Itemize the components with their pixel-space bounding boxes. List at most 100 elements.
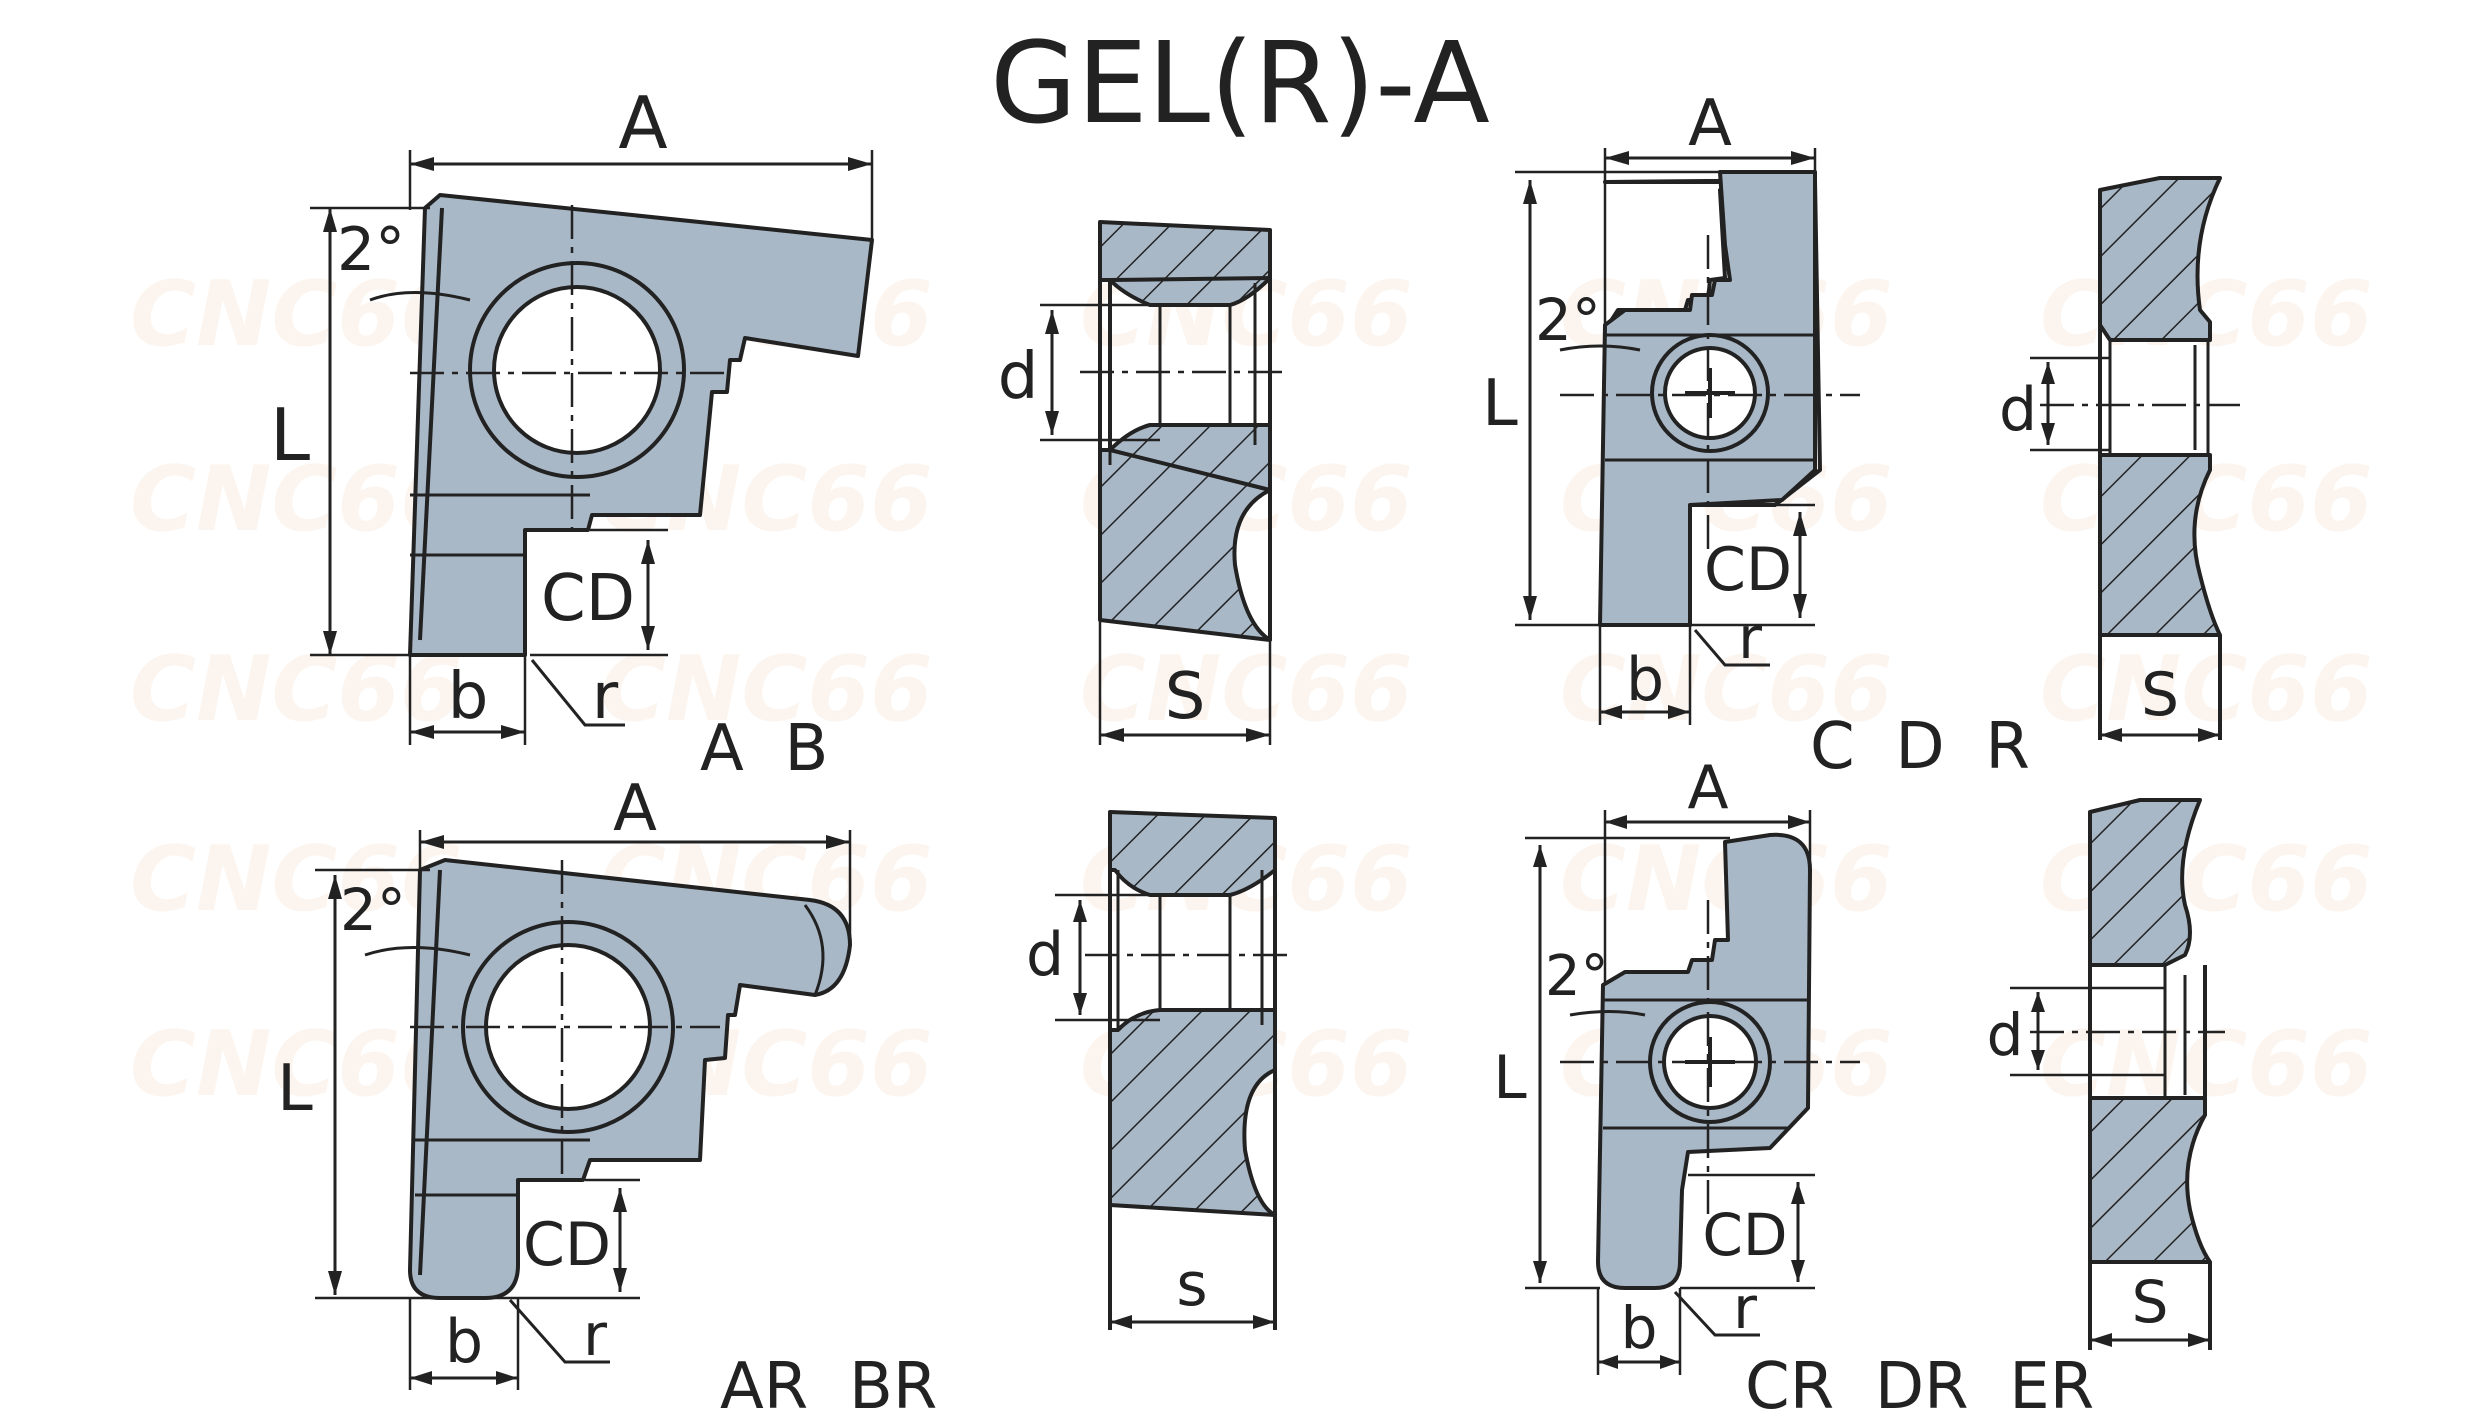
drawing-title: GEL(R)-A <box>990 19 1490 149</box>
arrowhead <box>328 875 342 899</box>
arrowhead <box>1793 594 1807 618</box>
section-view-ab: d S <box>998 220 1290 745</box>
arrowhead <box>1253 1315 1275 1329</box>
dimension-r-label: r <box>1733 1274 1757 1342</box>
dimension-b-label: b <box>1621 1294 1658 1362</box>
section-upper <box>1098 220 1272 307</box>
variant-label-arbr: AR BR <box>720 1350 937 1418</box>
arrowhead <box>410 157 434 171</box>
arrowhead <box>1073 993 1087 1015</box>
dimension-cd-label: CD <box>1704 535 1792 605</box>
dimension-s-label: S <box>1165 660 1206 734</box>
section-view-cdr: d S <box>1999 176 2240 742</box>
dimension-b-label: b <box>1626 645 1664 715</box>
dimension-d-label: d <box>1987 1001 2024 1069</box>
insert-view-arbr: A L 2° CD b r AR BR <box>277 772 937 1418</box>
arrowhead <box>2090 1333 2112 1347</box>
arrowhead <box>613 1188 627 1212</box>
arrowhead <box>1100 728 1124 742</box>
arrowhead <box>1110 1315 1132 1329</box>
dimension-r-label: r <box>583 1301 607 1369</box>
angle-arc <box>364 946 471 957</box>
radius-leader <box>1673 1290 1760 1337</box>
variant-label-crdrer: CR DR ER <box>1745 1350 2094 1418</box>
watermark: CNC66 <box>130 1012 463 1117</box>
section-upper <box>1108 810 1277 897</box>
insert-nose-line <box>803 904 825 996</box>
arrowhead <box>420 835 444 849</box>
angle-arc <box>369 291 471 302</box>
variant-label-cdr: C D R <box>1810 710 2030 784</box>
arrowhead <box>496 1371 518 1385</box>
arrowhead <box>1791 1182 1805 1204</box>
angle-label: 2° <box>1535 286 1601 354</box>
angle-label: 2° <box>337 215 405 285</box>
section-view-crdrer: d S <box>1987 798 2225 1350</box>
dimension-s-label: S <box>2132 1268 2169 1336</box>
dimension-d-label: d <box>1999 375 2037 445</box>
arrowhead <box>2188 1333 2210 1347</box>
variant-label-ab: A B <box>700 712 828 786</box>
arrowhead <box>2198 728 2220 742</box>
watermark: CNC66 <box>2040 637 2373 742</box>
dimension-d-label: d <box>1026 920 1064 990</box>
section-lower <box>2088 1096 2212 1264</box>
angle-label: 2° <box>340 876 406 944</box>
watermark: CNC66 <box>1080 637 1413 742</box>
arrowhead <box>323 208 337 232</box>
arrowhead <box>1598 1355 1618 1369</box>
dimension-l-label: L <box>1493 1043 1527 1113</box>
watermark: CNC66 <box>130 447 463 552</box>
watermark: CNC66 <box>1560 637 1893 742</box>
arrowhead <box>1073 900 1087 922</box>
arrowhead <box>1668 705 1690 719</box>
dimension-a-label: A <box>618 81 667 165</box>
screw-hole <box>492 285 662 455</box>
dimension-cd-label: CD <box>1702 1201 1787 1269</box>
arrowhead <box>1523 596 1537 620</box>
dimension-a-label: A <box>613 772 657 846</box>
dimension-r-label: r <box>1738 604 1762 672</box>
section-upper <box>2088 798 2202 967</box>
arrowhead <box>328 1271 342 1295</box>
section-view-arbr: d s <box>1026 810 1290 1330</box>
dimension-r-label: r <box>592 660 619 734</box>
dimension-cd-label: CD <box>541 562 635 636</box>
arrowhead <box>410 725 434 739</box>
arrowhead <box>1523 180 1537 204</box>
arrowhead <box>1791 151 1815 165</box>
arrowhead <box>2100 728 2122 742</box>
radius-leader <box>508 1299 610 1364</box>
angle-arc <box>1559 344 1641 352</box>
arrowhead <box>1788 815 1810 829</box>
arrowhead <box>1045 411 1059 435</box>
arrowhead <box>410 1371 432 1385</box>
arrowhead <box>1533 1261 1547 1283</box>
arrowhead <box>1045 310 1059 334</box>
arrowhead <box>1791 1260 1805 1282</box>
arrowhead <box>613 1268 627 1292</box>
angle-label: 2° <box>1545 944 1609 1009</box>
arrowhead <box>848 157 872 171</box>
arrowhead <box>2041 362 2055 384</box>
arrowhead <box>323 631 337 655</box>
arrowhead <box>1600 705 1622 719</box>
dimension-a-label: A <box>1687 753 1728 823</box>
radius-leader <box>530 659 625 727</box>
dimension-d-label: d <box>998 340 1039 414</box>
section-upper <box>2098 176 2222 342</box>
insert-view-crdrer: A L 2° CD b r CR DR ER <box>1493 753 2094 1418</box>
arrowhead <box>1660 1355 1680 1369</box>
insert-chamfer-line <box>418 869 442 1276</box>
arrowhead <box>1605 815 1627 829</box>
section-lower <box>1108 1008 1277 1217</box>
insert-chamfer-line <box>418 207 444 641</box>
dimension-s-label: S <box>2141 660 2179 730</box>
insert-view-ab: A L 2° CD b r A B <box>270 81 874 786</box>
dimension-b-label: b <box>445 1307 483 1377</box>
watermark: CNC66 <box>130 827 463 932</box>
angle-arc <box>1569 1010 1646 1017</box>
arrowhead <box>641 540 655 564</box>
arrowhead <box>826 835 850 849</box>
